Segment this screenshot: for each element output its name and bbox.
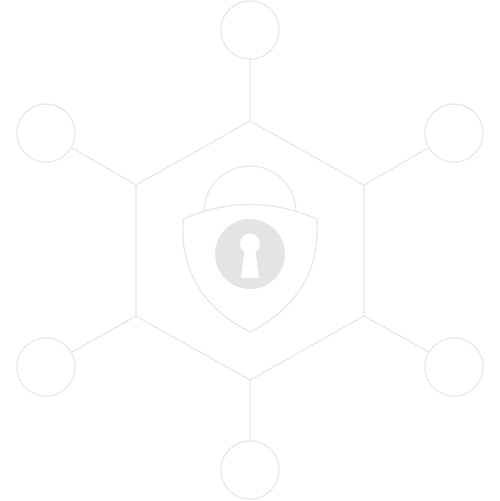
connector-lines xyxy=(71,59,430,441)
connector-bottom-left xyxy=(71,315,137,353)
node-bottom-left xyxy=(16,337,76,397)
node-bottom xyxy=(220,440,280,500)
connector-bottom-right xyxy=(363,315,430,353)
node-top-left xyxy=(16,103,76,163)
node-bottom-right xyxy=(424,337,484,397)
connector-top-right xyxy=(363,147,429,186)
keyhole-icon xyxy=(240,233,260,278)
hexagon-frame xyxy=(135,120,365,381)
node-top xyxy=(220,0,280,60)
connector-top-left xyxy=(71,147,137,186)
padlock-shackle-icon xyxy=(203,165,297,213)
outer-nodes xyxy=(16,0,484,500)
node-top-right xyxy=(424,103,484,163)
